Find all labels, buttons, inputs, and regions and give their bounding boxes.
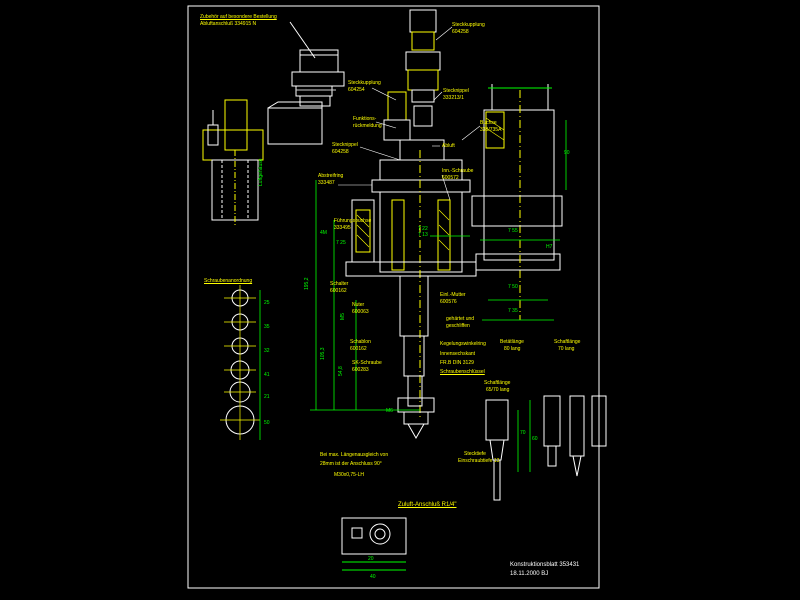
label-fuehrungsbuchse: Führungsbuchse [334,218,372,224]
label-bei-max-line2: 28mm ist der Anschluss 90° [320,461,382,467]
tool-bits [485,395,607,501]
dim-35: 35 [264,324,270,330]
label-schaftlaenge-2: Schaftlänge [484,380,511,386]
dim-105-3: 105,3 [320,347,326,360]
dim-54-8: 54,8 [338,366,344,376]
dim-41: 41 [264,372,270,378]
label-rueckmeldung: rückmeldung [353,123,382,129]
label-schraubenschluessel: Schraubenschlüssel [440,369,485,375]
label-fuehrungsbuchse-code: 333495 [334,225,351,231]
dimension-lines [259,120,567,472]
label-sk-schraube: SK-Schraube [352,360,382,366]
label-zuluft-anschluss: Zuluft-Anschluß R1/4" [398,502,457,508]
label-steckkupplung-mid-code: 604254 [348,87,365,93]
label-stecknippel: Stecknippel [332,142,358,148]
dim-195-2: 195,2 [304,277,310,290]
label-kegelungswinkelring: Kegelungswinkelring [440,341,486,347]
label-luftgehaeuse: Luftgehäuse [258,158,264,186]
dim-32: 32 [264,348,270,354]
label-innensechskant: Innensechskant [440,351,476,357]
dim-m6: M6 [386,408,393,414]
drawing-frame [187,5,600,589]
label-konstruktionsblatt: Konstruktionsblatt 353431 [510,562,580,568]
bolt-pattern-views [220,285,260,440]
label-zubehoer-line1: Zubehör auf besondere Bestellung [200,14,277,20]
label-schablon: Schablon [350,339,371,345]
label-steckkupplung-top-code: 604258 [452,29,469,35]
label-buchse-code: 333/735A [480,127,502,133]
label-einl-mutter: Einl.-Mutter [440,292,466,298]
label-funktions: Funktions- [353,116,377,122]
label-bei-max-line1: Bei max. Längenausgleich von [320,452,389,458]
left-side-detail [202,99,323,225]
label-buchse: Buchse [480,120,497,126]
label-schalter: Schalter [330,281,349,287]
label-abluft: Abluft [442,143,455,149]
dim-25: 25 [264,300,270,306]
dim-90: 90 [564,150,570,156]
label-zubehoer-line2: Abluftanschluß 334915 N [200,21,257,27]
label-datum: 18.11.2000 BJ [510,571,549,577]
label-stecknippel-code: 604258 [332,149,349,155]
label-steckkupplung-mid: Steckkupplung [348,80,381,86]
dim-40: 40 [370,574,376,580]
dim-4m: 4M [320,230,327,236]
label-schaftlaenge: Schaftlänge [554,339,581,345]
label-form-din: FR.B DIN 3129 [440,360,474,366]
dim-7-50: 7 50 [508,284,518,290]
label-geschliffen: geschliffen [446,323,470,329]
leader-lines [338,26,481,201]
main-assembly [345,9,477,440]
dim-7-55: 7 55 [508,228,518,234]
right-section-detail [471,84,563,320]
abluft-anschluss-part [291,49,345,107]
zuluft-port-view [341,517,407,571]
dim-7-13: 7 13 [418,232,428,238]
label-nuter-code: 600063 [352,309,369,315]
dim-7-35: 7 35 [508,308,518,314]
dim-50: 50 [264,420,270,426]
label-abstreifring: Abstreifring [318,173,344,179]
label-schaftlaenge-value: 70 lang [558,346,575,352]
label-schalter-code: 600162 [330,288,347,294]
label-steckkupplung-top: Steckkupplung [452,22,485,28]
label-schablon-code: 600162 [350,346,367,352]
label-betaetlaenge-value: 80 lang [504,346,521,352]
dim-20: 20 [368,556,374,562]
dim-m5: M5 [340,313,346,320]
dim-7-22: 7 22 [418,226,428,232]
leader-line [289,21,316,59]
label-gewinde: M30x0,75-LH [334,472,365,478]
label-inn-schraube-code: 600572 [442,175,459,181]
dim-7-25: 7 25 [336,240,346,246]
label-gehaertet: gehärtet und [446,316,475,322]
label-stecknippel-top-code: 333213/1 [443,95,464,101]
label-abstreifring-code: 333487 [318,180,335,186]
dim-21: 21 [264,394,270,400]
label-schaftlaenge-2-value: 65/70 lang [486,387,510,393]
label-einschraubtiefe: Einschraubtiefe 13 [458,458,500,464]
label-stecktiefe: Stecktiefe [464,451,486,457]
label-betaetlaenge: Betätlänge [500,339,524,345]
label-einl-mutter-code: 600576 [440,299,457,305]
label-inn-schraube: Inn.-Schraube [442,168,474,174]
label-stecknippel-top: Stecknippel [443,88,469,94]
dim-70: 70 [520,430,526,436]
label-sk-schraube-code: 600283 [352,367,369,373]
label-nuter: Nuter [352,302,365,308]
dim-60: 60 [532,436,538,442]
dim-h7: H7 [546,244,553,250]
label-schraubenanordnung: Schraubenanordnung [204,278,253,284]
